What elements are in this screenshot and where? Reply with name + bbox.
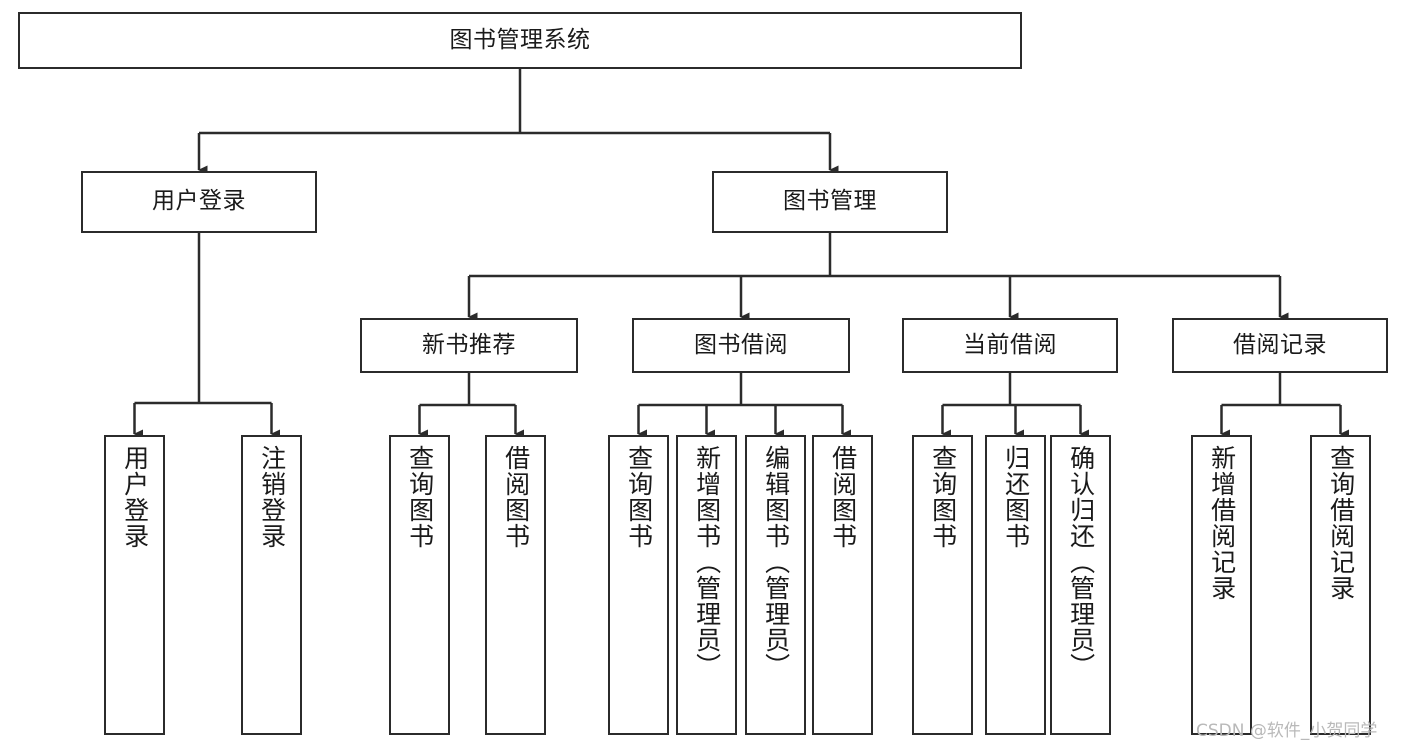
node-label-newbook: 新书推荐 <box>422 331 516 358</box>
node-leaf_rec_2[interactable]: 查询借阅记录 <box>1310 435 1371 735</box>
node-leaf_cur_3[interactable]: 确认归还（管理员） <box>1050 435 1111 735</box>
node-leaf_rec_1[interactable]: 新增借阅记录 <box>1191 435 1252 735</box>
node-leaf_new_1[interactable]: 查询图书 <box>389 435 450 735</box>
node-label-records: 借阅记录 <box>1233 331 1327 358</box>
node-leaf_cur_1[interactable]: 查询图书 <box>912 435 973 735</box>
node-label-leaf_login_2: 注销登录 <box>257 445 287 549</box>
node-leaf_new_2[interactable]: 借阅图书 <box>485 435 546 735</box>
node-label-login: 用户登录 <box>152 188 246 215</box>
node-root[interactable]: 图书管理系统 <box>18 12 1022 69</box>
node-leaf_bor_3[interactable]: 编辑图书（管理员） <box>745 435 806 735</box>
node-label-leaf_new_1: 查询图书 <box>405 445 435 549</box>
node-leaf_bor_1[interactable]: 查询图书 <box>608 435 669 735</box>
node-newbook[interactable]: 新书推荐 <box>360 318 578 373</box>
node-label-bookmgmt: 图书管理 <box>783 188 877 215</box>
node-bookmgmt[interactable]: 图书管理 <box>712 171 948 233</box>
node-label-leaf_bor_1: 查询图书 <box>624 445 654 549</box>
node-borrow[interactable]: 图书借阅 <box>632 318 850 373</box>
node-leaf_bor_2[interactable]: 新增图书（管理员） <box>676 435 737 735</box>
node-login[interactable]: 用户登录 <box>81 171 317 233</box>
node-label-leaf_cur_2: 归还图书 <box>1001 445 1031 549</box>
node-label-leaf_cur_1: 查询图书 <box>928 445 958 549</box>
node-leaf_cur_2[interactable]: 归还图书 <box>985 435 1046 735</box>
node-records[interactable]: 借阅记录 <box>1172 318 1388 373</box>
node-label-leaf_rec_1: 新增借阅记录 <box>1207 445 1237 601</box>
node-label-leaf_cur_3: 确认归还（管理员） <box>1066 445 1096 679</box>
node-current[interactable]: 当前借阅 <box>902 318 1118 373</box>
node-label-leaf_bor_3: 编辑图书（管理员） <box>761 445 791 679</box>
node-label-root: 图书管理系统 <box>449 26 591 53</box>
node-label-current: 当前借阅 <box>963 331 1057 358</box>
node-leaf_login_2[interactable]: 注销登录 <box>241 435 302 735</box>
node-leaf_bor_4[interactable]: 借阅图书 <box>812 435 873 735</box>
node-label-leaf_new_2: 借阅图书 <box>501 445 531 549</box>
node-label-borrow: 图书借阅 <box>694 331 788 358</box>
node-label-leaf_bor_4: 借阅图书 <box>828 445 858 549</box>
node-label-leaf_login_1: 用户登录 <box>120 445 150 549</box>
node-label-leaf_rec_2: 查询借阅记录 <box>1326 445 1356 601</box>
csdn-watermark: CSDN @软件_小贺同学 <box>1196 721 1378 741</box>
node-label-leaf_bor_2: 新增图书（管理员） <box>692 445 722 679</box>
node-leaf_login_1[interactable]: 用户登录 <box>104 435 165 735</box>
connector-paths <box>133 69 1349 439</box>
